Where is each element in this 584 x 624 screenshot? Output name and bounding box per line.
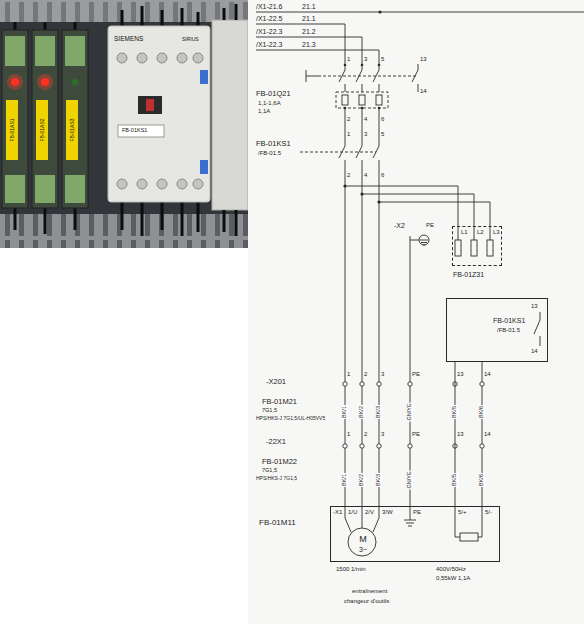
terminal-number: 2	[347, 116, 350, 122]
cable-type: HPS/HKS-J 7G1,5/UL-H05VV5	[256, 416, 325, 421]
connector-tag: -X1	[333, 509, 342, 515]
core-label: BK/2	[359, 473, 365, 487]
cable-tag: FB-01M21	[262, 398, 297, 406]
terminal-number: 4	[364, 116, 367, 122]
pin-name: L2	[477, 229, 484, 235]
device-tag: FB-01Z31	[453, 271, 484, 278]
terminal-number: 14	[484, 371, 491, 377]
cable-type: 7G1,5	[262, 408, 277, 414]
connector-tag: -X2	[394, 222, 405, 229]
contact-number: 13	[420, 56, 427, 62]
terminal-number: 2	[364, 431, 367, 437]
cable-type: 7G1,5	[262, 468, 277, 474]
cross-reference: /FB-01.5	[497, 327, 520, 333]
core-label: BK/1	[342, 405, 348, 419]
terminal-number: 13	[457, 431, 464, 437]
cross-reference: /FB-01.5	[258, 150, 281, 156]
terminal-number: 2	[364, 371, 367, 377]
motor-symbol-text: M	[359, 535, 367, 544]
terminal-number: PE	[412, 431, 420, 437]
terminal-number: 6	[381, 116, 384, 122]
aux-contact-box: FB-01KS1/FB-01.5 13 14	[446, 298, 548, 362]
core-label: GN/YE	[407, 402, 413, 421]
core-label: BK/2	[359, 405, 365, 419]
terminal-name: 2/V	[365, 509, 374, 515]
core-label: BK/3	[376, 473, 382, 487]
device-tag: FB-01KS1	[493, 317, 525, 324]
core-label: BK/5	[452, 405, 458, 419]
device-tag: FB-01AS1	[10, 118, 15, 141]
device-tag: FB-01KS1	[122, 128, 147, 134]
wire-number: 21.2	[302, 28, 316, 35]
device-tag: FB-01AS3	[70, 118, 75, 141]
cabinet-photo	[0, 0, 248, 248]
core-label: BK/5	[452, 473, 458, 487]
device-tag: FB-01AS2	[40, 118, 45, 141]
device-tag: FB-01Q21	[256, 90, 291, 98]
cable-type: HPS/HKS-J 7G1,5	[256, 476, 297, 481]
terminal-number: 1	[347, 371, 350, 377]
sheet-reference: /X1-22.3	[256, 28, 282, 35]
contact-number: 14	[420, 88, 427, 94]
terminal-name: PE	[413, 509, 421, 515]
cable-tag: FB-01M22	[262, 458, 297, 466]
terminal-number: 6	[381, 172, 384, 178]
terminals	[343, 382, 484, 448]
setting-range: 1,1-1,6A	[258, 100, 281, 106]
wire-number: 21.3	[302, 41, 316, 48]
suppressor-box: L1L2L3FB-01Z31	[452, 226, 502, 266]
terminal-number: 1	[347, 131, 350, 137]
terminal-name: 3/W	[382, 509, 393, 515]
terminal-number: 14	[484, 431, 491, 437]
terminal-number: 3	[364, 131, 367, 137]
function-note: changeur d'outils	[344, 598, 389, 604]
sheet-reference: /X1-22.3	[256, 41, 282, 48]
core-label: BK/6	[479, 405, 485, 419]
motor-symbol-text: 3~	[359, 546, 367, 553]
brand-label: SIEMENS	[114, 36, 143, 43]
core-label: GN/YE	[407, 470, 413, 489]
motor-rating: 0,55kW 1,1A	[436, 575, 470, 581]
function-note: entraînement	[352, 588, 387, 594]
terminal-name: 5/-	[485, 509, 492, 515]
setting-value: 1,1A	[258, 108, 270, 114]
earth-label: PE	[426, 222, 434, 228]
motor-speed: 1500 1/min	[336, 566, 366, 572]
terminal-number: 4	[364, 172, 367, 178]
junction-dots	[343, 10, 381, 203]
device-tag: FB-01M11	[259, 519, 296, 527]
contact-number: 13	[531, 303, 538, 309]
terminal-number: 3	[381, 431, 384, 437]
motor-box: FB-01M11-X11/U2/V3/WPE5/+5/-M3~	[330, 506, 500, 562]
terminal-number: 13	[457, 371, 464, 377]
contact-number: 14	[531, 348, 538, 354]
terminal-number: 5	[381, 56, 384, 62]
sheet-reference: /X1-21.6	[256, 3, 282, 10]
terminal-number: 1	[347, 56, 350, 62]
core-label: BK/1	[342, 473, 348, 487]
pin-name: L3	[493, 229, 500, 235]
core-label: BK/3	[376, 405, 382, 419]
wire-number: 21.1	[302, 15, 316, 22]
terminal-number: 2	[347, 172, 350, 178]
terminal-number: 5	[381, 131, 384, 137]
terminal-number: 3	[381, 371, 384, 377]
terminal-number: 3	[364, 56, 367, 62]
terminal-number: 1	[347, 431, 350, 437]
motor-rating: 400V/50Hz	[436, 566, 466, 572]
terminal-name: 5/+	[458, 509, 467, 515]
wiring	[256, 12, 584, 556]
terminal-name: 1/U	[348, 509, 357, 515]
terminal-number: PE	[412, 371, 420, 377]
device-tag: FB-01KS1	[256, 140, 291, 148]
core-label: BK/6	[479, 473, 485, 487]
terminal-strip-tag: -X201	[266, 378, 286, 386]
terminal-strip-tag: -22X1	[266, 438, 286, 446]
pin-name: L1	[461, 229, 468, 235]
brand-label: SIRIUS	[182, 37, 199, 42]
sheet-reference: /X1-22.5	[256, 15, 282, 22]
wire-number: 21.1	[302, 3, 316, 10]
